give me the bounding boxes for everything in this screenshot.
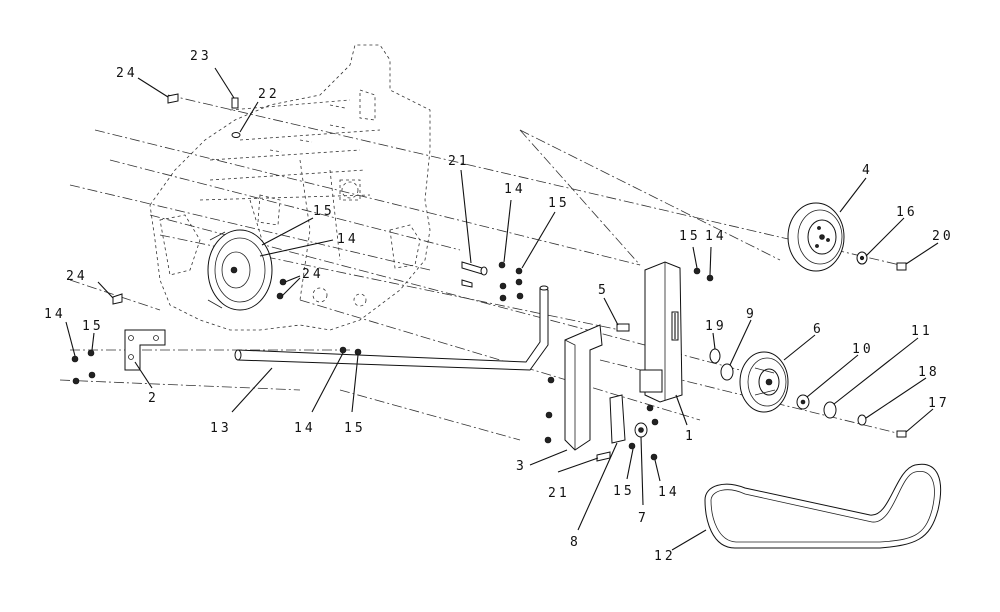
bracket-3 xyxy=(564,324,603,451)
callout-15-bottom: 15 xyxy=(613,484,635,499)
callout-15-mid: 15 xyxy=(548,196,570,211)
leader-lines xyxy=(65,67,939,551)
callout-6: 6 xyxy=(813,322,824,337)
callout-5: 5 xyxy=(598,283,609,298)
callout-13: 13 xyxy=(210,421,232,436)
callout-21-top: 21 xyxy=(448,154,470,169)
pulley-6 xyxy=(739,351,789,413)
belt-12 xyxy=(704,463,942,549)
callout-7: 7 xyxy=(638,511,649,526)
callout-14-tube: 14 xyxy=(294,421,316,436)
callout-labels: 24 23 22 21 14 15 15 14 24 24 14 15 2 13… xyxy=(44,49,954,564)
engine-clutch xyxy=(207,229,273,311)
callout-14-upper-right: 14 xyxy=(705,229,727,244)
callout-1: 1 xyxy=(685,429,696,444)
callout-8: 8 xyxy=(570,535,581,550)
plate-8 xyxy=(609,394,626,444)
pulley-4 xyxy=(787,202,845,272)
bracket-1 xyxy=(639,261,683,403)
callout-21-bottom: 21 xyxy=(548,486,570,501)
callout-23: 23 xyxy=(190,49,212,64)
callout-24-engine: 24 xyxy=(302,267,324,282)
tube-13 xyxy=(234,285,549,371)
callout-3: 3 xyxy=(516,459,527,474)
callout-18: 18 xyxy=(918,365,940,380)
callout-14-engine: 14 xyxy=(337,232,359,247)
callout-2: 2 xyxy=(148,391,159,406)
bracket-2 xyxy=(124,329,166,371)
callout-15-left: 15 xyxy=(82,319,104,334)
callout-14-mid: 14 xyxy=(504,182,526,197)
callout-22: 22 xyxy=(258,87,280,102)
callout-20: 20 xyxy=(932,229,954,244)
callout-10: 10 xyxy=(852,342,874,357)
callout-15-tube: 15 xyxy=(344,421,366,436)
callout-16: 16 xyxy=(896,205,918,220)
callout-4: 4 xyxy=(862,163,873,178)
callout-9: 9 xyxy=(746,307,757,322)
hardware xyxy=(71,93,907,462)
callout-24-left: 24 xyxy=(66,269,88,284)
callout-14-bottom: 14 xyxy=(658,485,680,500)
callout-17: 17 xyxy=(928,396,950,411)
callout-14-left: 14 xyxy=(44,307,66,322)
callout-12: 12 xyxy=(654,549,676,564)
callout-15-engine: 15 xyxy=(313,204,335,219)
callout-15-upper-right: 15 xyxy=(679,229,701,244)
callout-24-top: 24 xyxy=(116,66,138,81)
callout-11: 11 xyxy=(911,324,933,339)
callout-19: 19 xyxy=(705,319,727,334)
